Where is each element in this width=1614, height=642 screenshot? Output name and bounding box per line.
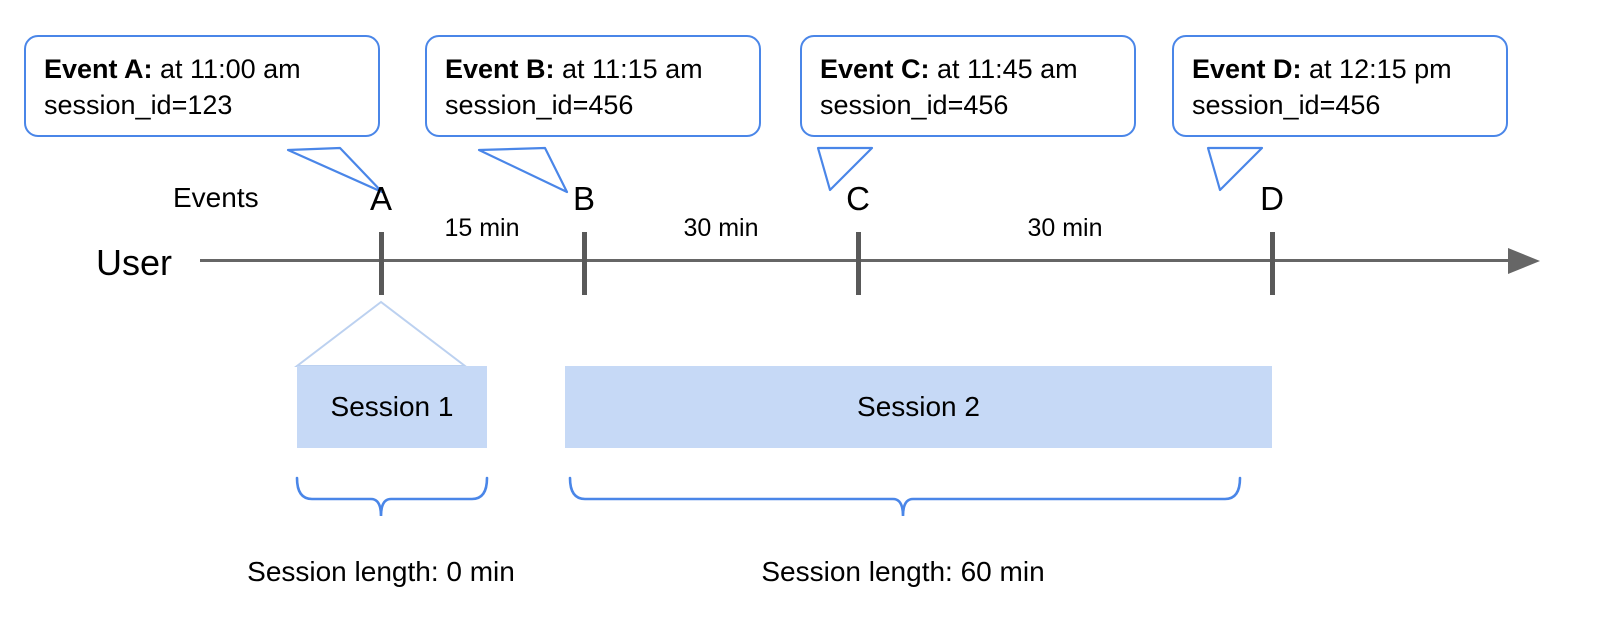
callout-event-a-title: Event A:	[44, 54, 153, 84]
callout-tail-b	[477, 146, 569, 194]
event-marker-c: C	[846, 180, 870, 217]
tick-d	[1270, 232, 1275, 295]
session-length-label-2: Session length: 60 min	[761, 556, 1045, 587]
duration-label-a-b: 15 min	[444, 214, 520, 242]
callout-event-a: Event A: at 11:00 am session_id=123	[24, 35, 380, 138]
callout-event-a-time: at 11:00 am	[152, 54, 301, 84]
row-label-events: Events	[173, 182, 259, 213]
session-bar-2: Session 2	[565, 366, 1272, 448]
callout-tail-a	[286, 146, 384, 194]
callout-tail-d	[1206, 146, 1264, 192]
callout-event-b-session: session_id=456	[445, 90, 634, 121]
callout-event-b-title: Event B:	[445, 54, 555, 84]
callout-event-d-session: session_id=456	[1192, 90, 1381, 121]
session-bar-1-label: Session 1	[330, 391, 454, 422]
session1-funnel	[294, 300, 468, 367]
session-bar-1: Session 1	[297, 366, 487, 448]
callout-event-c-time: at 11:45 am	[929, 54, 1078, 84]
timeline-arrowhead	[1508, 248, 1540, 274]
tick-a	[379, 232, 384, 295]
duration-label-c-d: 30 min	[1027, 214, 1103, 242]
event-marker-b: B	[572, 180, 596, 217]
callout-event-d: Event D: at 12:15 pm session_id=456	[1172, 35, 1508, 138]
callout-event-d-time: at 12:15 pm	[1301, 54, 1452, 84]
event-marker-d: D	[1260, 180, 1284, 217]
tick-c	[856, 232, 861, 295]
duration-label-b-c: 30 min	[683, 214, 759, 242]
callout-event-a-session: session_id=123	[44, 90, 233, 121]
session1-brace	[295, 476, 489, 517]
row-label-user: User	[96, 242, 173, 283]
callout-event-d-title: Event D:	[1192, 54, 1302, 84]
event-marker-a: A	[369, 180, 393, 217]
session-length-label-1: Session length: 0 min	[247, 556, 515, 587]
callout-event-b-time: at 11:15 am	[554, 54, 703, 84]
tick-b	[582, 232, 587, 295]
session2-brace	[568, 476, 1242, 517]
callout-event-c: Event C: at 11:45 am session_id=456	[800, 35, 1136, 138]
callout-event-b: Event B: at 11:15 am session_id=456	[425, 35, 761, 138]
session-bar-2-label: Session 2	[857, 391, 980, 422]
callout-event-c-title: Event C:	[820, 54, 930, 84]
callout-event-c-session: session_id=456	[820, 90, 1009, 121]
